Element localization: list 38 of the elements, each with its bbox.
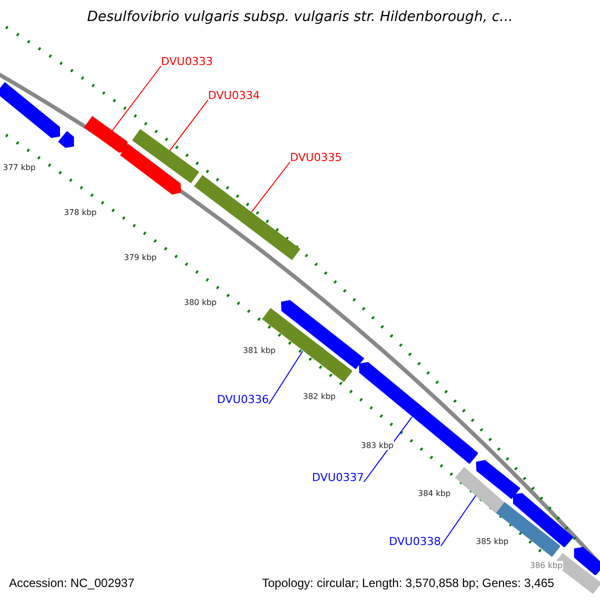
gene-block	[281, 300, 364, 370]
tick-label: 377 kbp	[3, 163, 36, 172]
gene-block	[132, 129, 200, 184]
tick-label: 385 kbp	[476, 537, 509, 546]
tick-label: 382 kbp	[303, 392, 336, 401]
tick-label: 380 kbp	[184, 298, 217, 307]
gene-block	[120, 144, 181, 195]
gene-block	[476, 460, 520, 500]
leader-line	[268, 350, 304, 404]
gene-block	[0, 82, 60, 138]
gene-label: DVU0338	[389, 535, 441, 548]
gene-block	[262, 308, 352, 383]
tick-label: 378 kbp	[64, 208, 97, 217]
tick-label: 383 kbp	[361, 441, 394, 450]
leader-line	[250, 162, 290, 213]
gene-block	[513, 492, 574, 548]
gene-label: DVU0333	[161, 55, 213, 68]
leader-line	[363, 416, 412, 482]
gene-block	[84, 116, 128, 154]
gene-label: DVU0336	[217, 393, 269, 406]
gene-block	[496, 502, 560, 558]
gene-block	[359, 362, 478, 464]
gene-block	[455, 466, 506, 514]
gene-block	[574, 546, 600, 576]
title: Desulfovibrio vulgaris subsp. vulgaris str. Hildenborough, c...	[86, 9, 514, 25]
accession-text: Accession: NC_002937	[9, 576, 134, 590]
gene-block	[194, 175, 300, 261]
gene-label: DVU0335	[290, 151, 342, 164]
leader-line	[440, 494, 476, 546]
tick-label: 386 kbp	[530, 561, 563, 570]
tick-label: 381 kbp	[243, 346, 276, 355]
tick-label: 379 kbp	[124, 253, 157, 262]
leader-line	[169, 100, 208, 152]
gene-label: DVU0337	[312, 471, 364, 484]
gene-label: DVU0334	[208, 89, 260, 102]
gene-block	[58, 130, 74, 148]
leader-line	[112, 66, 162, 132]
genome-stats-text: Topology: circular; Length: 3,570,858 bp; Genes: 3,465	[262, 576, 554, 590]
